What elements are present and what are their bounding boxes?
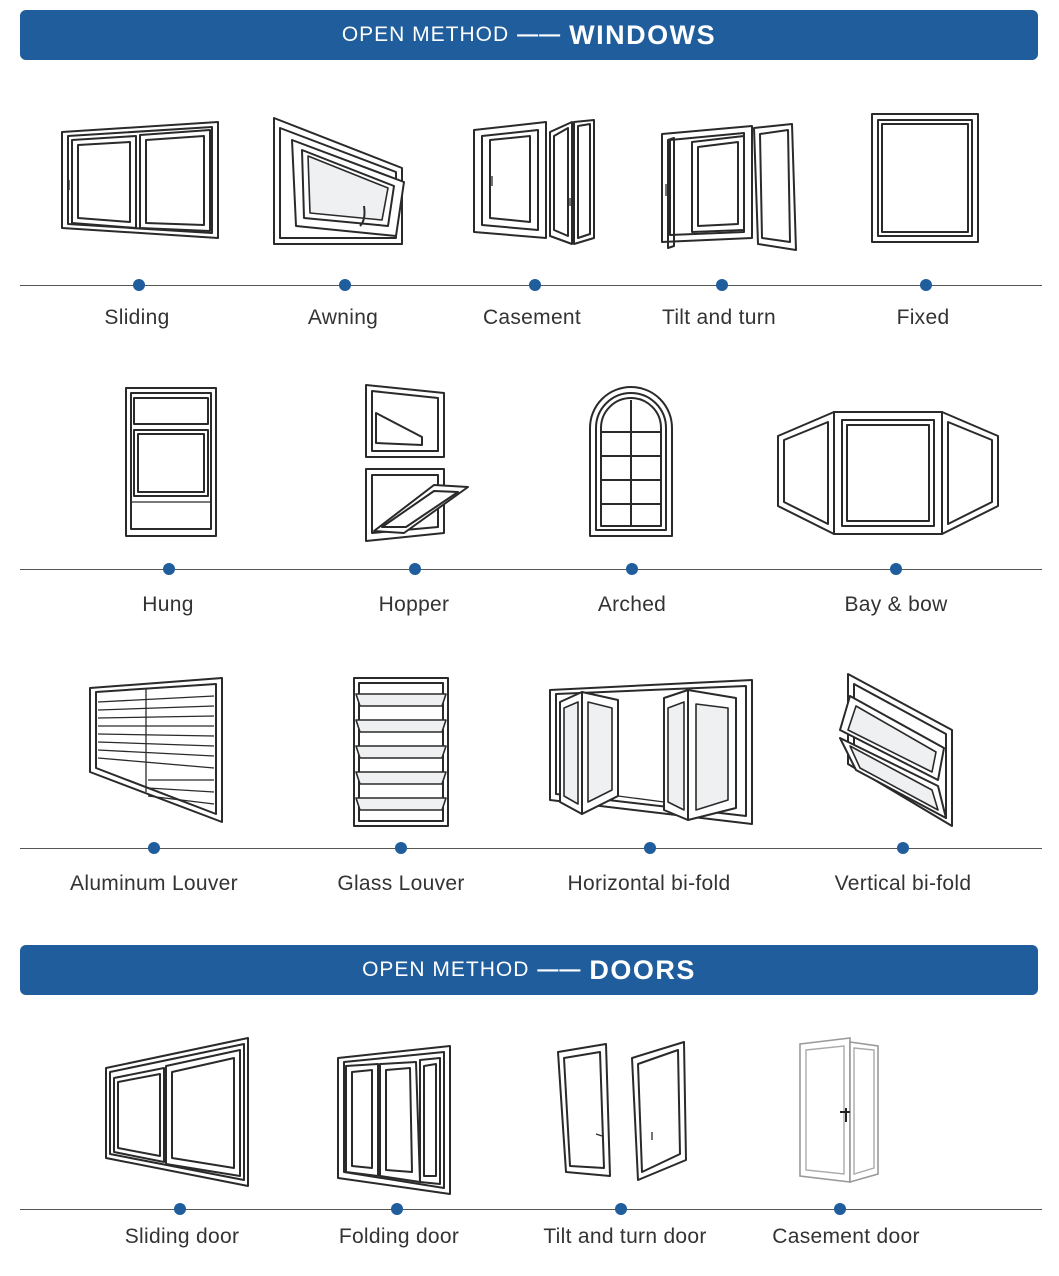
timeline-line <box>20 1209 1042 1210</box>
label-hopper: Hopper <box>378 593 450 616</box>
label-tilt-and-turn: Tilt and turn <box>661 306 777 329</box>
label-awning: Awning <box>307 306 379 329</box>
banner-prefix: OPEN METHOD <box>341 23 510 46</box>
banner-title: WINDOWS <box>569 19 717 50</box>
casement-door-icon <box>798 1036 880 1191</box>
timeline-line <box>20 569 1042 570</box>
timeline-dot <box>644 842 656 854</box>
timeline-dot <box>339 279 351 291</box>
label-arched: Arched <box>597 593 667 616</box>
timeline-dot <box>716 279 728 291</box>
timeline-dot <box>133 279 145 291</box>
timeline-dot <box>626 563 638 575</box>
arched-window-icon <box>588 386 674 545</box>
awning-window-icon <box>272 116 408 253</box>
banner-title: DOORS <box>589 954 696 985</box>
horizontal-bifold-icon <box>548 678 754 829</box>
fixed-window-icon <box>870 112 980 249</box>
label-casement-door: Casement door <box>772 1225 920 1248</box>
timeline-dot <box>391 1203 403 1215</box>
banner-prefix: OPEN METHOD <box>362 958 530 981</box>
timeline-dot <box>395 842 407 854</box>
glass-louver-icon <box>352 676 450 833</box>
sliding-door-icon <box>104 1036 250 1193</box>
label-bay-bow: Bay & bow <box>844 593 948 616</box>
timeline-dot <box>148 842 160 854</box>
timeline-dot <box>174 1203 186 1215</box>
hopper-window-icon <box>364 383 470 548</box>
bay-bow-window-icon <box>776 408 1000 543</box>
windows-section-banner: OPEN METHOD —— WINDOWS <box>20 10 1038 60</box>
sliding-window-icon <box>60 120 220 247</box>
doors-section-banner: OPEN METHOD —— DOORS <box>20 945 1038 995</box>
label-sliding-door: Sliding door <box>124 1225 240 1248</box>
casement-window-icon <box>470 118 598 251</box>
hung-window-icon <box>124 386 220 543</box>
label-fixed: Fixed <box>896 306 950 329</box>
label-horizontal-bifold: Horizontal bi-fold <box>567 872 731 895</box>
label-vertical-bifold: Vertical bi-fold <box>834 872 972 895</box>
folding-door-icon <box>336 1044 454 1201</box>
vertical-bifold-icon <box>834 672 956 835</box>
label-glass-louver: Glass Louver <box>337 872 465 895</box>
label-folding-door: Folding door <box>338 1225 460 1248</box>
tilt-turn-door-icon <box>556 1040 690 1187</box>
label-sliding: Sliding <box>104 306 170 329</box>
label-casement: Casement <box>482 306 582 329</box>
timeline-dot <box>409 563 421 575</box>
timeline-dot <box>834 1203 846 1215</box>
label-tilt-turn-door: Tilt and turn door <box>543 1225 707 1248</box>
label-aluminum-louver: Aluminum Louver <box>70 872 238 895</box>
timeline-dot <box>615 1203 627 1215</box>
aluminum-louver-icon <box>88 676 224 829</box>
label-hung: Hung <box>142 593 194 616</box>
timeline-dot <box>920 279 932 291</box>
tilt-turn-window-icon <box>660 120 800 261</box>
banner-dash: —— <box>517 23 562 46</box>
timeline-dot <box>529 279 541 291</box>
banner-dash: —— <box>537 958 582 981</box>
timeline-line <box>20 848 1042 849</box>
timeline-dot <box>163 563 175 575</box>
timeline-dot <box>890 563 902 575</box>
timeline-dot <box>897 842 909 854</box>
